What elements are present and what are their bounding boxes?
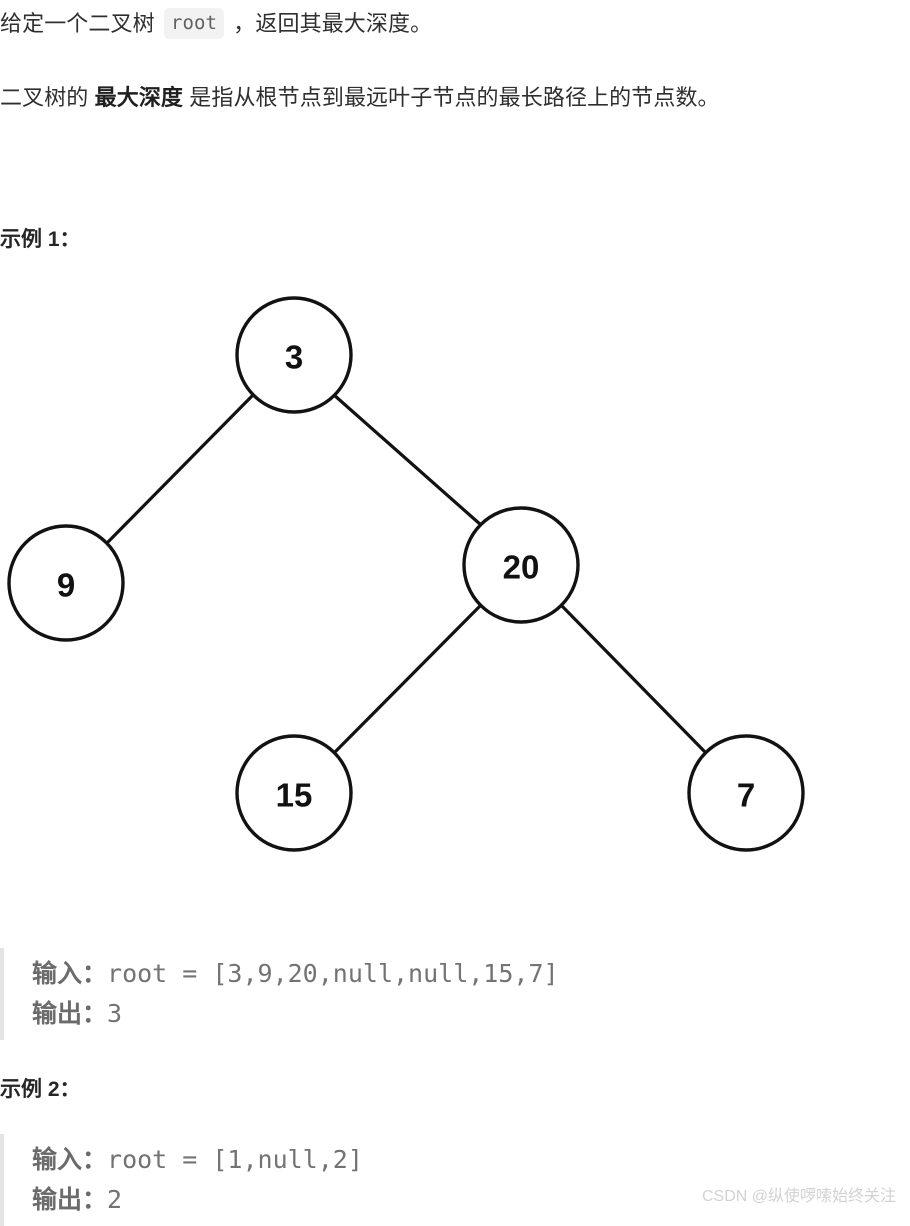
tree-node-circle-left	[7, 524, 125, 642]
tree-edges	[105, 393, 708, 755]
tree-node-circle-right-right	[687, 734, 805, 852]
tree-nodes: 3 9 20 15 7	[7, 296, 805, 852]
example-2-output-label: 输出：	[32, 1185, 108, 1214]
tree-node-left: 9	[7, 524, 125, 642]
example-2-input-value: root = [1,null,2]	[107, 1145, 363, 1174]
example-1-output-value: 3	[107, 999, 123, 1028]
tree-edge-root-to-9	[105, 393, 255, 545]
csdn-watermark: CSDN @纵使啰嗦始终关注	[701, 1188, 896, 1205]
tree-edge-20-to-7	[559, 603, 708, 755]
bold-term-max-depth: 最大深度	[94, 85, 184, 110]
paragraph-1-text-after-code: ，返回其最大深度。	[227, 11, 433, 36]
tree-node-label-left: 9	[57, 567, 75, 604]
example-2-output-line: 输出：2	[32, 1180, 880, 1220]
example-2-input-line: 输入：root = [1,null,2]	[32, 1140, 880, 1180]
example-2-code-block: 输入：root = [1,null,2] 输出：2	[0, 1134, 880, 1226]
tree-node-right-right: 7	[687, 734, 805, 852]
example-1-output-line: 输出：3	[32, 994, 880, 1034]
tree-node-circle-right	[462, 506, 580, 624]
tree-edge-20-to-15	[332, 603, 483, 755]
paragraph-2-text-before-bold: 二叉树的	[0, 85, 95, 110]
tree-node-circle-root	[235, 296, 353, 414]
tree-node-circle-right-left	[235, 734, 353, 852]
tree-node-root: 3	[235, 296, 353, 414]
example-1-input-value: root = [3,9,20,null,null,15,7]	[107, 959, 559, 988]
tree-node-label-right-right: 7	[737, 777, 755, 814]
problem-statement-paragraph-1: 给定一个二叉树 root ，返回其最大深度。	[0, 8, 910, 40]
tree-node-right-left: 15	[235, 734, 353, 852]
tree-node-label-right: 20	[503, 549, 540, 586]
example-1-heading: 示例 1：	[0, 228, 81, 251]
example-1-input-line: 输入：root = [3,9,20,null,null,15,7]	[32, 954, 880, 994]
tree-node-label-root: 3	[285, 339, 303, 376]
example-1-code-block: 输入：root = [3,9,20,null,null,15,7] 输出：3	[0, 948, 880, 1040]
tree-edge-root-to-20	[332, 393, 483, 527]
example-1-input-label: 输入：	[32, 959, 108, 988]
paragraph-2-text-after-bold: 是指从根节点到最远叶子节点的最长路径上的节点数。	[183, 85, 720, 110]
tree-node-label-right-left: 15	[276, 777, 313, 814]
example-2-output-value: 2	[107, 1185, 123, 1214]
problem-statement-paragraph-2: 二叉树的 最大深度 是指从根节点到最远叶子节点的最长路径上的节点数。	[0, 82, 910, 114]
binary-tree-diagram: 3 9 20 15 7	[0, 280, 910, 880]
tree-node-right: 20	[462, 506, 580, 624]
paragraph-1-text-before-code: 给定一个二叉树	[0, 11, 161, 36]
example-2-input-label: 输入：	[32, 1145, 108, 1174]
example-1-output-label: 输出：	[32, 999, 108, 1028]
inline-code-root: root	[163, 8, 225, 39]
example-2-heading: 示例 2：	[0, 1078, 81, 1101]
